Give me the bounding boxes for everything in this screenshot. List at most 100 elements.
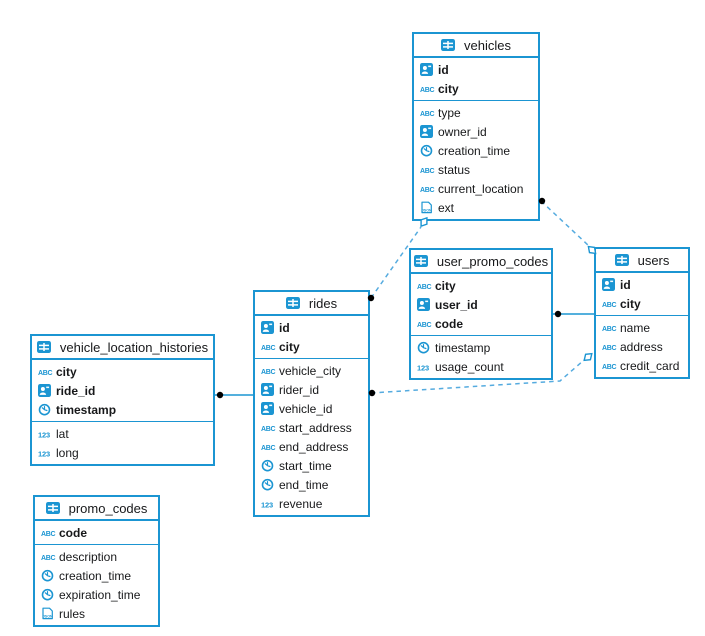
column-row[interactable]: rider_id [255,380,368,399]
er-table-header[interactable]: rides [255,292,368,316]
er-table-header[interactable]: user_promo_codes [411,250,551,274]
svg-text:ABC: ABC [41,555,56,562]
time-icon [261,459,279,472]
column-row[interactable]: start_time [255,456,368,475]
text-icon: ABC [261,342,279,352]
column-name: status [438,162,471,177]
column-name: code [435,316,464,331]
column-row[interactable]: id [596,275,688,294]
column-name: code [59,525,88,540]
column-name: address [620,339,663,354]
time-icon [417,341,435,354]
column-row[interactable]: creation_time [35,566,158,585]
text-icon: ABC [41,552,59,562]
table-title: user_promo_codes [436,253,549,269]
num-icon: 123 [38,448,56,458]
text-icon: ABC [261,442,279,452]
column-row[interactable]: expiration_time [35,585,158,604]
svg-text:ABC: ABC [261,426,276,433]
table-title: promo_codes [68,500,148,516]
column-name: creation_time [59,568,132,583]
er-table-header[interactable]: promo_codes [35,497,158,521]
column-row[interactable]: end_time [255,475,368,494]
table-icon [441,39,459,51]
column-row[interactable]: owner_id [414,122,538,141]
column-name: revenue [279,496,323,511]
column-row[interactable]: vehicle_id [255,399,368,418]
column-row[interactable]: id [255,318,368,337]
table-icon [285,297,304,309]
text-icon: ABC [420,84,438,94]
text-icon: ABC [420,184,438,194]
text-icon: ABC [41,528,59,538]
column-row[interactable]: creation_time [414,141,538,160]
column-name: start_address [279,420,352,435]
svg-text:ABC: ABC [602,302,617,309]
ref-icon [420,63,438,76]
table-icon [45,502,64,514]
column-name: credit_card [620,358,680,373]
column-name: ride_id [56,383,96,398]
svg-text:123: 123 [261,500,273,509]
column-row[interactable]: timestamp [32,400,213,419]
column-row[interactable]: user_id [411,295,551,314]
column-row[interactable]: 123 long [32,443,213,462]
column-row[interactable]: timestamp [411,338,551,357]
column-row[interactable]: id [414,60,538,79]
column-name: city [279,339,300,354]
er-table-header[interactable]: vehicle_location_histories [32,336,213,360]
column-name: long [56,445,79,460]
svg-text:ABC: ABC [602,345,617,352]
svg-text:ABC: ABC [261,345,276,352]
svg-text:123: 123 [38,449,50,458]
er-table-header[interactable]: users [596,249,688,273]
svg-text:ABC: ABC [41,531,56,538]
column-name: usage_count [435,359,504,374]
column-row[interactable]: 123 revenue [255,494,368,513]
json-icon: JSON [41,607,59,620]
column-name: city [56,364,77,379]
column-name: end_time [279,477,329,492]
num-icon: 123 [417,362,435,372]
text-icon: ABC [417,319,435,329]
json-icon: JSON [420,201,438,214]
svg-text:ABC: ABC [420,187,435,194]
column-name: description [59,549,118,564]
column-name: rider_id [279,382,320,397]
text-icon: ABC [602,342,620,352]
column-row[interactable]: ride_id [32,381,213,400]
er-table-header[interactable]: vehicles [414,34,538,58]
text-icon: ABC [420,108,438,118]
column-name: timestamp [56,402,117,417]
table-title: users [637,252,670,268]
